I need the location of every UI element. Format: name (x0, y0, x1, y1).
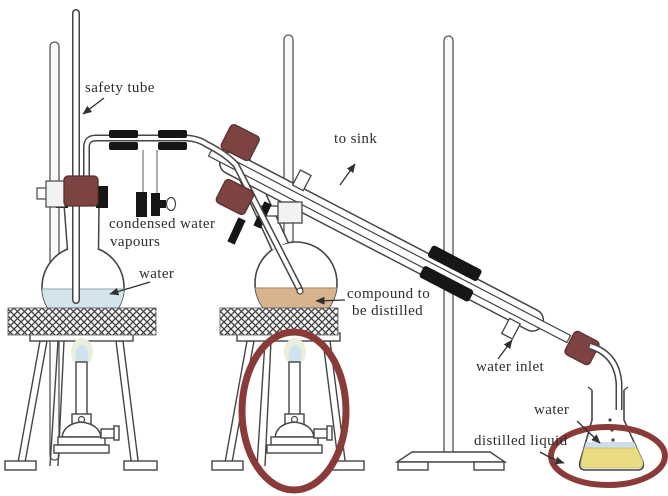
left-stand-clamp (36, 180, 66, 208)
label-to-sink: to sink (334, 131, 378, 147)
label-condensed-water: condensed water (109, 216, 216, 232)
label-condensed-vapours: vapours (110, 234, 161, 250)
clamp-screw-knob (165, 196, 177, 212)
water-outlet-nub (291, 169, 312, 192)
wire-gauze-left (7, 307, 157, 336)
bunsen-burner-middle (266, 338, 333, 454)
water-layer-fill (584, 442, 637, 448)
flame-icon (75, 345, 89, 365)
distilled-liquid-arrow (539, 451, 565, 465)
flask-neck (64, 204, 99, 250)
screw-pinch-clamp (136, 150, 177, 217)
compound-arrow (315, 296, 346, 305)
rubber-stopper-condenser-top (215, 178, 255, 216)
annotation-arrows (82, 97, 601, 465)
label-water-right: water (534, 402, 570, 418)
flame-icon (288, 345, 302, 365)
bunsen-burner-left (53, 338, 120, 454)
label-water-inlet: water inlet (476, 359, 545, 375)
water-inlet-arrow (497, 339, 513, 360)
highlight-ellipse-burner (238, 328, 350, 494)
condenser (207, 148, 572, 344)
label-safety-tube: safety tube (85, 80, 155, 96)
distillate-fill (580, 447, 644, 469)
water-right-arrow (576, 420, 601, 444)
label-compound-line2: be distilled (352, 303, 424, 319)
neck-clamp-jaw (227, 217, 246, 245)
right-stand-rod (394, 35, 508, 471)
rubber-stopper-condenser-bottom (564, 330, 600, 366)
rubber-stopper-neck-top (220, 123, 260, 162)
label-compound-line1: compound to (347, 286, 431, 302)
tube-clamps (109, 130, 187, 150)
highlight-ellipse-flask (548, 424, 668, 488)
steam-tube-tip (296, 287, 304, 295)
label-water-left: water (139, 266, 175, 282)
tripod-left (4, 332, 158, 471)
water-left-arrow (109, 281, 151, 296)
label-distilled-liquid: distilled liquid (474, 433, 568, 449)
wire-gauze-middle (219, 307, 339, 336)
condenser-clamp-bar (419, 266, 474, 302)
delivery-tube (588, 342, 623, 410)
condenser-clamp-bar (427, 245, 482, 281)
rubber-stopper-left-flask (63, 175, 99, 207)
clamp-jaw (96, 186, 108, 208)
steam-tube (83, 134, 304, 295)
water-inlet-nub (500, 317, 522, 340)
to-sink-arrow (339, 163, 356, 186)
condenser-inner-tube (207, 148, 572, 344)
safety-tube-arrow (82, 97, 105, 115)
right-stand-base (394, 451, 508, 471)
